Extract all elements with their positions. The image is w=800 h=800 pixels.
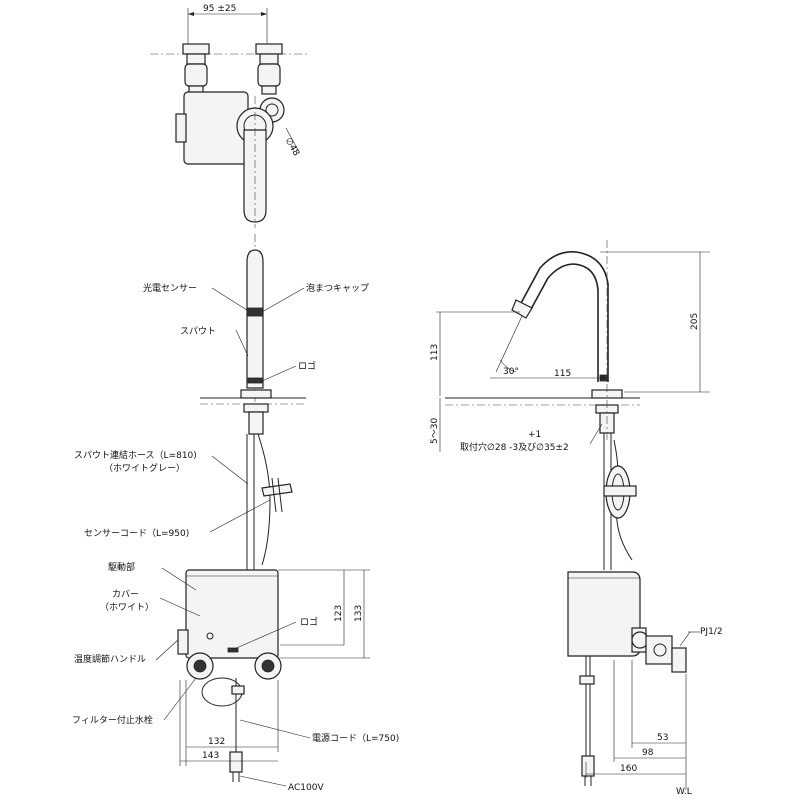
side-view: PJ1/2 205 113 5～30 30° 115 +1 取付穴∅28 -3及… bbox=[430, 240, 723, 797]
dim-53: 53 bbox=[657, 733, 668, 743]
dim-98: 98 bbox=[642, 748, 654, 758]
dim-143: 143 bbox=[202, 751, 219, 761]
label-wl: W.L bbox=[676, 787, 692, 797]
label-aerator: 泡まつキャップ bbox=[306, 282, 369, 294]
label-spout: スパウト bbox=[180, 326, 216, 337]
dim-132: 132 bbox=[208, 737, 225, 747]
label-hose: スパウト連結ホース（L=810) bbox=[74, 449, 197, 461]
label-logo-top: ロゴ bbox=[298, 360, 316, 372]
dim-133: 133 bbox=[354, 605, 364, 622]
label-sensor-cord: センサーコード（L=950) bbox=[84, 528, 189, 539]
dim-top-pitch: 95 ±25 bbox=[203, 4, 236, 14]
dim-123: 123 bbox=[334, 605, 344, 622]
dim-205: 205 bbox=[690, 313, 700, 330]
dim-angle-30: 30° bbox=[503, 367, 519, 377]
label-pj: PJ1/2 bbox=[700, 627, 723, 637]
dim-115: 115 bbox=[554, 369, 571, 379]
label-sensor: 光電センサー bbox=[143, 282, 197, 294]
label-ac: AC100V bbox=[288, 783, 324, 793]
dim-dia48: ∅48 bbox=[283, 136, 301, 158]
label-logo-bottom: ロゴ bbox=[300, 616, 318, 628]
label-cover: カバー bbox=[112, 589, 139, 600]
label-mount-hole: 取付穴∅28 -3及び∅35±2 bbox=[460, 441, 569, 453]
dim-160: 160 bbox=[620, 764, 637, 774]
front-view: 123 133 132 143 光電センサー 泡まつキャップ スパウト ロゴ ス… bbox=[72, 234, 399, 793]
label-filter-valve: フィルター付止水栓 bbox=[72, 714, 153, 726]
label-power-cord: 電源コード（L=750) bbox=[312, 733, 399, 744]
label-drive: 駆動部 bbox=[108, 561, 135, 573]
label-temp-handle: 温度調節ハンドル bbox=[74, 653, 146, 665]
top-view: 95 ±25 ∅48 bbox=[150, 4, 310, 228]
label-mount-tol: +1 bbox=[528, 430, 541, 440]
label-cover-color: （ホワイト） bbox=[100, 602, 154, 613]
dim-5-30: 5～30 bbox=[430, 418, 440, 444]
label-hose-color: （ホワイトグレー） bbox=[104, 462, 185, 474]
dim-113: 113 bbox=[430, 344, 440, 361]
